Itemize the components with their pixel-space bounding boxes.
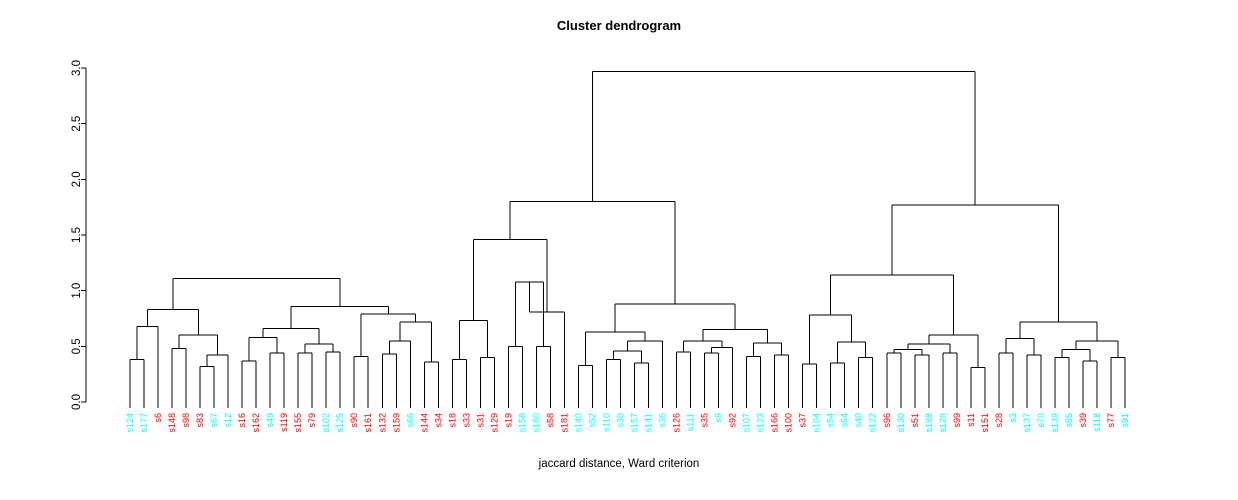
leaf-label: s70 [1036, 413, 1046, 428]
leaf-label: s104 [812, 413, 822, 433]
leaf-label: s162 [251, 413, 261, 433]
leaf-label: s107 [742, 413, 752, 433]
leaf-label: s144 [419, 413, 429, 433]
leaf-label: s11 [966, 413, 976, 427]
leaf-label: s158 [517, 413, 527, 433]
leaf-label: s77 [1106, 413, 1116, 428]
leaf-label: s102 [321, 413, 331, 433]
y-axis: 0.0 0.5 1.0 1.5 2.0 2.5 3.0 [71, 60, 87, 410]
leaf-label: s139 [1050, 413, 1060, 433]
leaf-label: s19 [503, 413, 513, 428]
leaf-label: s40 [854, 413, 864, 428]
x-axis-caption: jaccard distance, Ward criterion [538, 458, 700, 470]
leaf-label: s177 [139, 413, 149, 433]
leaf-label: s130 [896, 413, 906, 433]
leaf-label: s181 [559, 413, 569, 433]
leaf-label: s3 [1008, 413, 1018, 423]
leaf-label: s36 [658, 413, 668, 428]
leaf-label: s79 [307, 413, 317, 428]
y-axis-tick-label: 0.5 [71, 338, 83, 354]
y-axis-tick-label: 2.5 [71, 116, 83, 132]
leaf-label: s12 [223, 413, 233, 428]
leaf-label: s18 [447, 413, 457, 428]
leaf-label: s66 [405, 413, 415, 428]
leaf-label: s141 [644, 413, 654, 433]
leaf-label: s16 [237, 413, 247, 428]
leaf-label: s85 [1064, 413, 1074, 428]
y-axis-tick-label: 0.0 [71, 394, 83, 410]
leaf-label: s9 [714, 413, 724, 423]
leaf-label: s28 [994, 413, 1004, 428]
leaf-label: s49 [265, 413, 275, 428]
page-title: Cluster dendrogram [556, 18, 682, 33]
leaf-label: s148 [167, 413, 177, 433]
leaf-label: s155 [293, 413, 303, 433]
leaf-label: s159 [391, 413, 401, 433]
leaf-label: s92 [728, 413, 738, 428]
y-axis-tick-label: 1.5 [71, 227, 83, 243]
leaf-label: s90 [349, 413, 359, 428]
leaf-label: s137 [1022, 413, 1032, 433]
y-axis-tick-label: 1.0 [71, 283, 83, 299]
leaf-label: s128 [938, 413, 948, 433]
leaf-label: s34 [433, 413, 443, 428]
leaf-label: s140 [573, 413, 583, 433]
leaf-label: s96 [882, 413, 892, 428]
leaf-label: s111 [686, 413, 696, 431]
y-axis-tick-label: 2.0 [71, 171, 83, 187]
leaf-label: s83 [195, 413, 205, 428]
leaf-label: s151 [980, 413, 990, 433]
leaf-label: s129 [489, 413, 499, 433]
leaf-label: s6 [153, 413, 163, 423]
leaf-label: s98 [181, 413, 191, 428]
leaf-label: s51 [910, 413, 920, 428]
leaf-label: s67 [209, 413, 219, 428]
leaf-label: s157 [630, 413, 640, 433]
leaf-label: s110 [601, 413, 611, 432]
leaf-label: s39 [1078, 413, 1088, 428]
leaf-label: s91 [1120, 413, 1130, 428]
leaf-label: s119 [279, 413, 289, 432]
y-axis-tick-label: 3.0 [71, 60, 83, 76]
leaf-labels: s124 s177 s6 s148 s98 s83 s67 s12 s16 s162 s49 s119… [125, 400, 1130, 433]
leaf-label: s188 [924, 413, 934, 433]
leaf-label: s123 [756, 413, 766, 433]
leaf-label: s118 [1092, 413, 1102, 432]
leaf-label: s35 [700, 413, 710, 428]
leaf-label: s37 [798, 413, 808, 428]
leaf-label: s122 [868, 413, 878, 433]
leaf-label: s166 [770, 413, 780, 433]
leaf-label: s125 [335, 413, 345, 433]
leaf-label: s126 [672, 413, 682, 433]
leaf-label: s54 [826, 413, 836, 428]
leaf-label: s99 [952, 413, 962, 428]
leaf-label: s30 [615, 413, 625, 428]
leaf-label: s31 [475, 413, 485, 428]
leaf-label: s58 [545, 413, 555, 428]
leaf-label: s132 [377, 413, 387, 433]
leaf-label: s180 [531, 413, 541, 433]
leaf-label: s161 [363, 413, 373, 433]
leaf-label: s100 [784, 413, 794, 433]
leaf-label: s52 [587, 413, 597, 428]
leaf-label: s64 [840, 413, 850, 428]
leaf-label: s33 [461, 413, 471, 428]
leaf-label: s124 [125, 413, 135, 433]
